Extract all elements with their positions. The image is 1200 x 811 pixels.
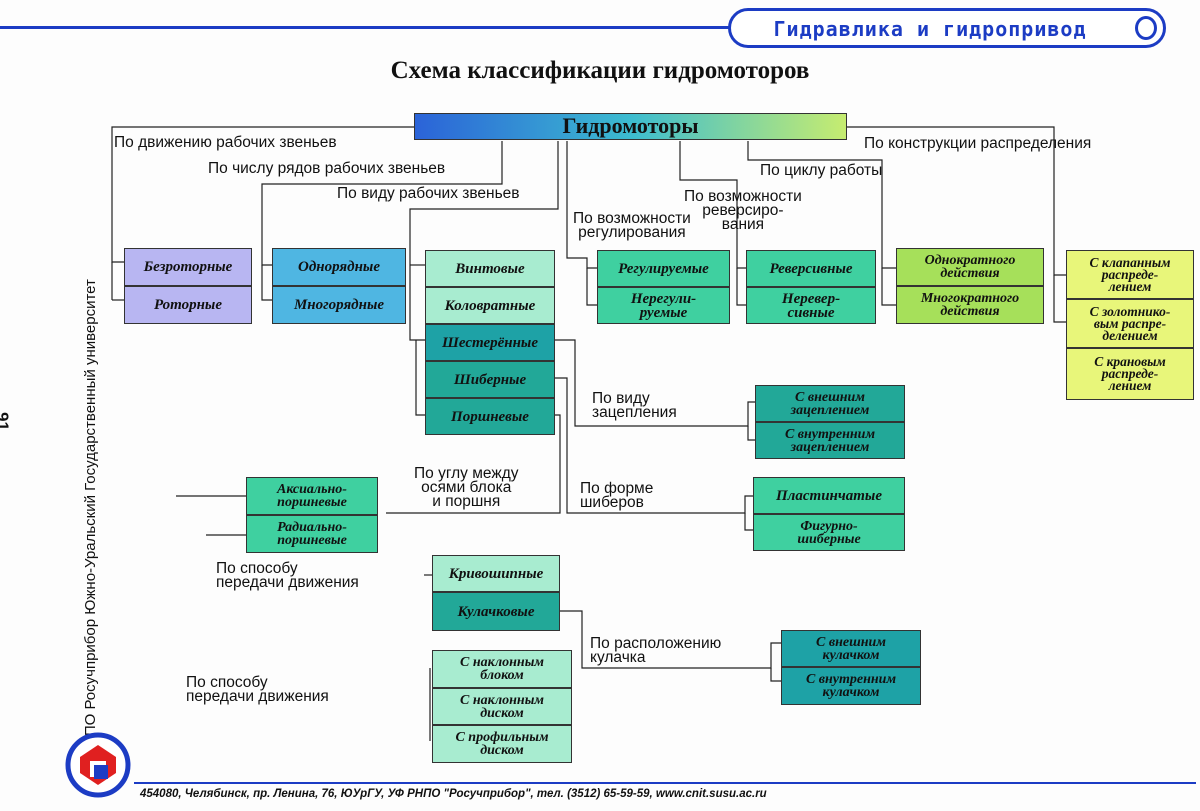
node-profile-disk: С профильным диском	[432, 725, 572, 763]
node-external-cam: С внешним кулачком	[781, 630, 921, 667]
criterion-regulation: По возможности регулирования	[573, 210, 691, 241]
footer-address: 454080, Челябинск, пр. Ленина, 76, ЮУрГУ…	[140, 788, 767, 800]
criterion-cycle: По циклу работы	[760, 162, 883, 179]
criterion-vane-shape: По форме шиберов	[580, 480, 654, 511]
logo-icon	[65, 732, 131, 798]
root-node: Гидромоторы	[414, 113, 847, 140]
criterion-engagement: По виду зацепления	[592, 390, 677, 421]
node-non-reversible: Неревер- сивные	[746, 287, 876, 324]
footer-rule	[134, 782, 1196, 784]
node-tilted-disk: С наклонным диском	[432, 688, 572, 725]
node-vane: Шиберные	[425, 361, 555, 398]
node-valve-distribution: С клапанным распреде- лением	[1066, 250, 1194, 299]
criterion-angle: По углу между осями блока и поршня	[414, 465, 519, 510]
node-cock-distribution: С крановым распреде- лением	[1066, 348, 1194, 400]
criterion-reversing: По возможности реверсиро- вания	[684, 188, 802, 233]
node-single-action: Однократного действия	[896, 248, 1044, 286]
node-crank: Кривошипные	[432, 555, 560, 592]
node-plate-vanes: Пластинчатые	[753, 477, 905, 514]
criterion-cam-position: По расположению кулачка	[590, 635, 722, 666]
node-rotor: Роторные	[124, 286, 252, 324]
page-title: Схема классификации гидромоторов	[390, 57, 810, 84]
node-tilted-block: С наклонным блоком	[432, 650, 572, 688]
criterion-transmission-2: По способу передачи движения	[186, 674, 329, 705]
node-adjustable: Регулируемые	[597, 250, 730, 287]
page-number: 91	[0, 412, 12, 431]
header-cap-icon	[1135, 16, 1157, 40]
node-rotorless: Безроторные	[124, 248, 252, 286]
node-radial-piston: Радиально- поршневые	[246, 515, 378, 553]
criterion-kind: По виду рабочих звеньев	[337, 185, 520, 202]
node-multi-row: Многорядные	[272, 286, 406, 324]
node-multi-action: Многократного действия	[896, 286, 1044, 324]
criterion-transmission-1: По способу передачи движения	[216, 560, 359, 591]
node-shaped-vanes: Фигурно- шиберные	[753, 514, 905, 551]
node-reversible: Реверсивные	[746, 250, 876, 287]
header-rule	[0, 26, 730, 29]
node-axial-piston: Аксиально- поршневые	[246, 477, 378, 515]
header-banner: Гидравлика и гидропривод	[728, 8, 1166, 48]
criterion-rows: По числу рядов рабочих звеньев	[208, 160, 446, 177]
node-spool-distribution: С золотнико- вым распре- делением	[1066, 299, 1194, 348]
criterion-movement: По движению рабочих звеньев	[114, 134, 337, 151]
sidebar-text: РНПО Росучприбор Южно-Уральский Государс…	[82, 279, 99, 757]
node-screw: Винтовые	[425, 250, 555, 287]
node-external-mesh: С внешним зацеплением	[755, 385, 905, 422]
node-gerotor: Коловратные	[425, 287, 555, 324]
node-gear: Шестерённые	[425, 324, 555, 361]
node-non-adjustable: Нерегули- руемые	[597, 287, 730, 324]
node-cam: Кулачковые	[432, 592, 560, 631]
node-internal-mesh: С внутренним зацеплением	[755, 422, 905, 459]
criterion-distribution: По конструкции распределения	[864, 135, 1092, 152]
node-piston: Поршневые	[425, 398, 555, 435]
header-title: Гидравлика и гидропривод	[773, 17, 1087, 41]
node-internal-cam: С внутренним кулачком	[781, 667, 921, 705]
node-single-row: Однорядные	[272, 248, 406, 286]
